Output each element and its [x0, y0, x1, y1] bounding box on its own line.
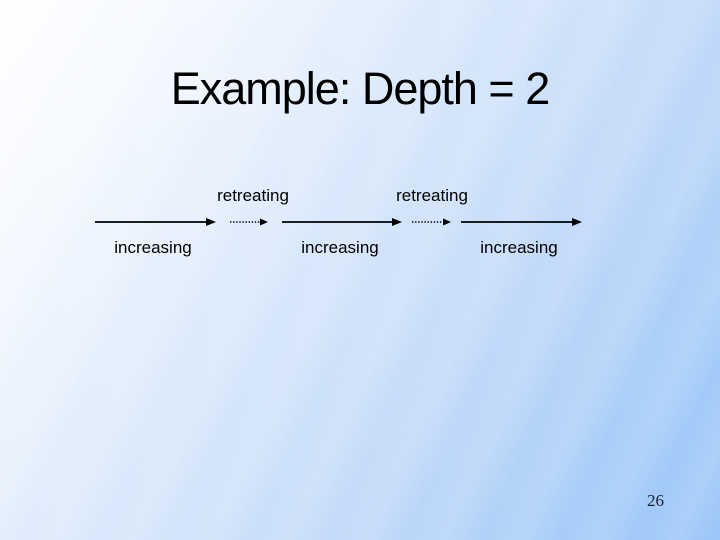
- solid-arrow: [282, 218, 402, 226]
- increasing-label: increasing: [301, 238, 379, 257]
- page-number: 26: [647, 491, 664, 510]
- increasing-label: increasing: [114, 238, 192, 257]
- dotted-arrow: [412, 218, 451, 226]
- increasing-label: increasing: [480, 238, 558, 257]
- slide-title: Example: Depth = 2: [170, 63, 550, 114]
- dotted-arrow: [230, 218, 268, 226]
- solid-arrow: [461, 218, 582, 226]
- retreating-label: retreating: [217, 186, 289, 205]
- retreating-label: retreating: [396, 186, 468, 205]
- solid-arrow: [95, 218, 216, 226]
